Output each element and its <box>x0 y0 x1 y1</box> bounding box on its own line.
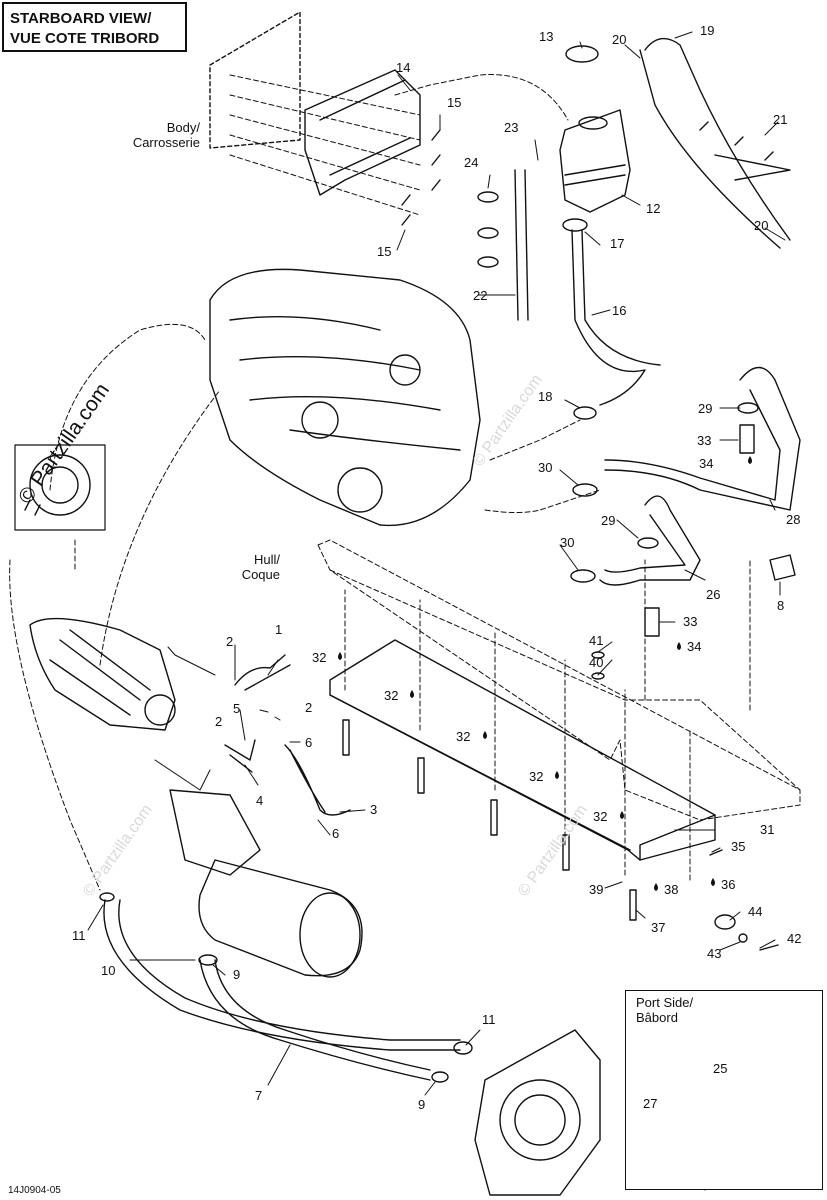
jet-pump <box>474 1029 601 1196</box>
callout-44: 44 <box>748 904 763 919</box>
callout-32e: 32 <box>593 809 608 824</box>
view-title-line2: VUE COTE TRIBORD <box>10 30 160 47</box>
engine-block <box>209 268 481 527</box>
intake-manifold <box>29 617 176 731</box>
callout-2b: 2 <box>305 700 313 715</box>
label-hull: Hull/ Coque <box>241 552 280 582</box>
callout-33b: 33 <box>683 614 698 629</box>
view-title-box: STARBOARD VIEW/ VUE COTE TRIBORD <box>2 2 187 52</box>
callout-18: 18 <box>538 389 553 404</box>
callout-32d: 32 <box>529 769 544 784</box>
hose-28 <box>604 366 801 511</box>
callout-32c: 32 <box>456 729 471 744</box>
callout-30b: 30 <box>560 535 575 550</box>
lubricant-drops <box>338 456 752 891</box>
callout-29b: 29 <box>601 513 616 528</box>
heat-shield <box>304 69 421 196</box>
callout-34a: 34 <box>699 456 714 471</box>
callout-20a: 20 <box>612 32 627 47</box>
callout-38: 38 <box>664 882 679 897</box>
view-title-line1: STARBOARD VIEW/ <box>10 10 152 27</box>
callout-29a: 29 <box>698 401 713 416</box>
callout-37: 37 <box>651 920 666 935</box>
callout-34b: 34 <box>687 639 702 654</box>
hose-10 <box>103 899 461 1051</box>
callout-3: 3 <box>370 802 378 817</box>
label-body: Body/ Carrosserie <box>132 120 200 150</box>
label-port-side: Port Side/ Bâbord <box>636 995 694 1025</box>
callout-39: 39 <box>589 882 604 897</box>
callout-16: 16 <box>612 303 627 318</box>
callout-4: 4 <box>256 793 264 808</box>
callout-26: 26 <box>706 587 721 602</box>
callout-36: 36 <box>721 877 736 892</box>
drawing-code: 14J0904-05 <box>8 1185 61 1196</box>
callout-7: 7 <box>255 1088 263 1103</box>
callout-25: 25 <box>713 1061 728 1076</box>
callout-23: 23 <box>504 120 519 135</box>
callout-15b: 15 <box>377 244 392 259</box>
water-box <box>169 789 261 876</box>
callout-14: 14 <box>396 60 411 75</box>
overflow-hose <box>639 37 791 249</box>
hose-16 <box>571 229 661 406</box>
callout-30a: 30 <box>538 460 553 475</box>
callout-22: 22 <box>473 288 488 303</box>
callout-21: 21 <box>773 112 788 127</box>
callout-32a: 32 <box>312 650 327 665</box>
hose-7 <box>199 959 431 1081</box>
callout-41: 41 <box>589 633 604 648</box>
callout-2a: 2 <box>226 634 234 649</box>
hull-outline <box>317 539 801 821</box>
reservoir-cap <box>565 45 599 63</box>
callout-17: 17 <box>610 236 625 251</box>
callout-13: 13 <box>539 29 554 44</box>
callout-10: 10 <box>101 963 116 978</box>
callout-9b: 9 <box>418 1097 426 1112</box>
callout-1: 1 <box>275 622 283 637</box>
vent-tube <box>514 169 529 321</box>
callout-27: 27 <box>643 1096 658 1111</box>
body-panel <box>209 11 301 149</box>
callout-28: 28 <box>786 512 801 527</box>
callout-31: 31 <box>760 822 775 837</box>
callout-12: 12 <box>646 201 661 216</box>
callout-5: 5 <box>233 701 241 716</box>
callout-32b: 32 <box>384 688 399 703</box>
callout-15a: 15 <box>447 95 462 110</box>
coolant-reservoir <box>559 109 631 213</box>
callout-33a: 33 <box>697 433 712 448</box>
hose-26 <box>599 495 701 586</box>
callout-2c: 2 <box>215 714 223 729</box>
callout-42: 42 <box>787 931 802 946</box>
callout-19: 19 <box>700 23 715 38</box>
mounting-rail <box>329 639 716 861</box>
callout-24: 24 <box>464 155 479 170</box>
callout-11a: 11 <box>72 928 86 943</box>
callout-6b: 6 <box>332 826 340 841</box>
port-side-inset: Port Side/ Bâbord <box>625 990 823 1190</box>
muffler <box>198 859 363 977</box>
callout-11b: 11 <box>482 1012 496 1027</box>
callout-9a: 9 <box>233 967 241 982</box>
callout-35: 35 <box>731 839 746 854</box>
callout-20b: 20 <box>754 218 769 233</box>
callout-40: 40 <box>589 655 604 670</box>
callout-8: 8 <box>777 598 785 613</box>
callout-43: 43 <box>707 946 722 961</box>
callout-6a: 6 <box>305 735 313 750</box>
